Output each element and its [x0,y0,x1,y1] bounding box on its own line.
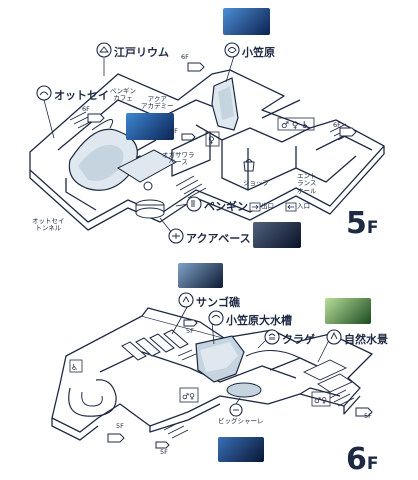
to-6f-marker-b: 6F [82,105,90,113]
aqua-academy-label: アクア アカデミー [141,95,174,111]
aqua-base-plaza [135,181,165,219]
edo-rium-icon [96,42,112,58]
entrance-label: 入口 [297,202,310,210]
svg-text:♂♀: ♂♀ [314,396,327,405]
ogasawara-tank-label: 小笠原大水槽 [226,314,292,327]
restroom-icon-6f [69,359,331,407]
coral-label: サンゴ礁 [196,296,240,309]
to-5f-marker-a: 5F [116,422,124,430]
icon-badges [36,42,342,417]
shop-label: ショップ [243,179,269,187]
natural-scenery-label: 自然水景 [344,333,388,346]
penguin-cafe-label: ペンギン カフェ [110,87,136,103]
floor-6f-number: 6 [346,442,367,477]
natural-scenery-photo [325,298,371,324]
to-5f-marker-b: 5F [160,448,168,456]
to-5f-marker-c: 5F [364,412,372,420]
floor-5f-number: 5 [346,206,367,241]
ogasawara-tank-icon [208,310,224,326]
ogasawara-base-label: オガサワラ ベース [162,151,195,167]
down-arrow-markers [107,319,373,449]
floor-5f-suffix: F [366,218,379,238]
penguin-pool [116,149,178,183]
floor-6f-title: 6F [346,442,379,477]
big-shale-dish [226,382,262,398]
coral-tank-blocks [121,329,189,361]
ogasawara-icon [224,42,240,58]
otter-icon [36,85,52,101]
shop-icon [243,159,255,172]
corridor-loop-6f [68,379,117,417]
exit-icon [249,202,261,212]
to-6f-marker-c: 6F [333,121,341,129]
coral-photo [178,263,223,288]
big-shale-photo [218,437,264,462]
coral-icon [178,292,194,308]
ogasawara-tank-photo-5f [126,113,174,140]
svg-text:♂ ♀ ♿: ♂ ♀ ♿ [281,121,309,131]
svg-text:♿: ♿ [71,363,78,372]
to-6f-marker-d: 6F [170,127,178,135]
natural-scenery-tanks [302,359,353,393]
aqua-base-label: アクアベース [186,232,251,245]
penguin-label: ペンギン [204,200,248,213]
stairs-6f [163,349,355,439]
natural-scenery-icon [326,329,342,345]
otter-tunnel-label: オットセイ トンネル [32,217,65,233]
restroom-icon: ♀ ♂ ♀ ♿ [205,117,315,147]
edo-rium-label: 江戸リウム [114,46,169,59]
svg-text:♀: ♀ [208,136,215,146]
to-5f-marker-d: 5F [186,327,194,335]
jellyfish-label: クラゲ [282,333,315,346]
floor-6f-suffix: F [366,454,379,474]
entrance-hall-label: エント ランス ホール [297,172,317,195]
exit-label: 出口 [261,202,274,210]
entrance-icon [285,202,297,212]
to-6f-marker-a: 6F [181,53,189,61]
up-arrow-markers [87,62,357,141]
svg-text:♂♀: ♂♀ [182,392,195,401]
ogasawara-label: 小笠原 [242,46,275,59]
otter-tunnel-path [91,119,114,131]
big-shale-label: ビッグシャーレ [218,417,264,425]
ogasawara-photo [223,8,270,35]
otter-label: オットセイ [54,89,109,102]
aqua-base-photo [253,222,301,248]
floor-5f-title: 5F [346,206,379,241]
